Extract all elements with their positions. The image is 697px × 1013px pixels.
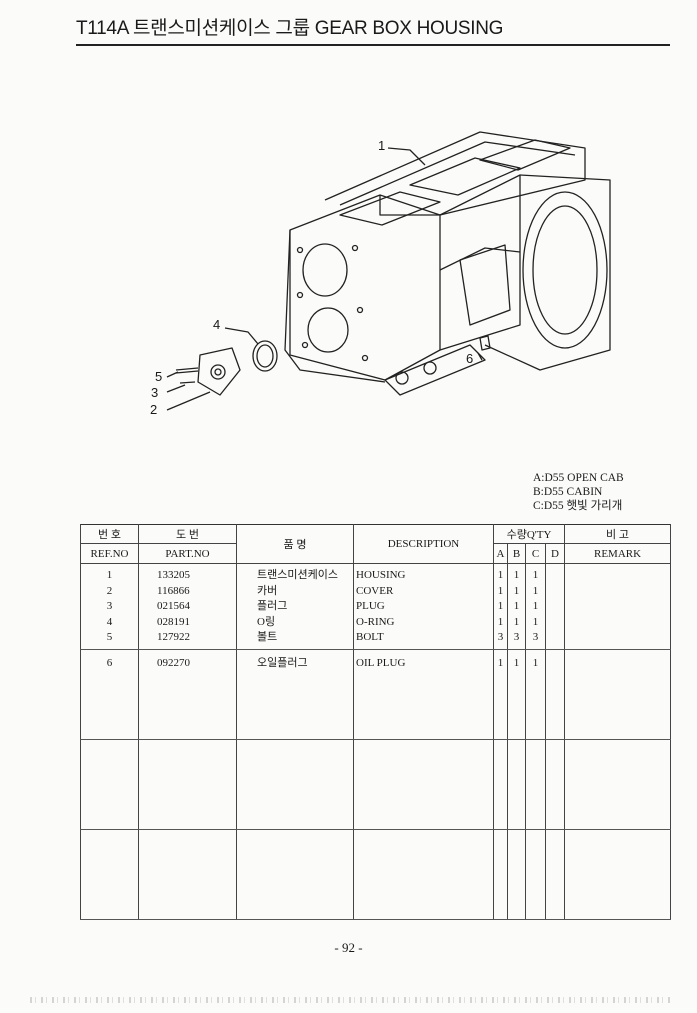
page-number: - 92 - xyxy=(334,940,363,955)
part-no: 092270 xyxy=(157,657,190,669)
part-name-ko: 트랜스미션케이스 xyxy=(257,569,338,581)
page-title: T114A 트랜스미션케이스 그룹 GEAR BOX HOUSING xyxy=(76,14,670,46)
callout-4: 4 xyxy=(213,317,221,332)
part-description: BOLT xyxy=(356,631,384,644)
qty-a: 1 xyxy=(497,657,504,669)
part-no: 127922 xyxy=(157,631,190,644)
qty-b: 1 xyxy=(513,600,520,613)
header-ref-ko: 번 호 xyxy=(80,524,139,544)
variant-legend: A:D55 OPEN CAB B:D55 CABIN C:D55 햇빛 가리개 xyxy=(533,471,624,513)
gear-box-housing-drawing xyxy=(166,131,611,411)
qty-a: 1 xyxy=(497,615,504,628)
header-ref-en: REF.NO xyxy=(80,543,139,564)
qty-b: 1 xyxy=(513,657,520,669)
header-description: DESCRIPTION xyxy=(353,524,494,564)
header-part-ko: 도 번 xyxy=(138,524,237,544)
part-description: PLUG xyxy=(356,600,385,613)
part-description: COVER xyxy=(356,584,394,597)
variant-c: C:D55 햇빛 가리개 xyxy=(533,500,623,512)
callout-1: 1 xyxy=(378,138,386,153)
qty-a: 1 xyxy=(497,569,504,581)
part-description: O-RING xyxy=(356,615,395,628)
qty-d-column xyxy=(544,649,566,740)
part-no: 021564 xyxy=(157,600,190,613)
qty-c: 1 xyxy=(532,600,539,613)
ref-no: 3 xyxy=(106,600,113,613)
part-description: HOUSING xyxy=(356,569,406,581)
remark-cell xyxy=(564,563,672,650)
part-description: OIL PLUG xyxy=(356,657,406,669)
qty-a: 1 xyxy=(497,600,504,613)
part-name-ko: O링 xyxy=(257,615,276,628)
header-qty-a: A xyxy=(493,543,508,564)
part-name-ko: 오일플러그 xyxy=(257,657,308,669)
qty-c: 1 xyxy=(532,569,539,581)
qty-b: 1 xyxy=(513,615,520,628)
ref-no: 2 xyxy=(106,584,113,597)
qty-c: 1 xyxy=(532,615,539,628)
qty-b: 1 xyxy=(513,584,520,597)
variant-b: B:D55 CABIN xyxy=(533,486,603,498)
callout-5: 5 xyxy=(155,369,163,384)
ref-no: 6 xyxy=(106,657,113,669)
ref-no: 4 xyxy=(106,615,113,628)
ref-no: 1 xyxy=(106,569,113,581)
table-group-1: 1 2 3 4 5 133205 116866 021564 028191 12… xyxy=(80,563,672,650)
ref-no: 5 xyxy=(106,631,113,644)
part-name-ko: 볼트 xyxy=(257,631,278,644)
part-no: 133205 xyxy=(157,569,190,581)
qty-a: 3 xyxy=(497,631,504,644)
qty-c: 3 xyxy=(532,631,539,644)
parts-table: 번 호 도 번 품 명 DESCRIPTION 수량Q'TY 비 고 REF.N… xyxy=(80,524,672,920)
callout-6: 6 xyxy=(466,351,474,366)
qty-c: 1 xyxy=(532,657,539,669)
scan-artifact xyxy=(30,997,670,1003)
header-qty-d: D xyxy=(544,543,566,564)
header-qty: 수량Q'TY xyxy=(492,524,566,544)
callout-2: 2 xyxy=(150,402,158,417)
qty-b: 3 xyxy=(513,631,520,644)
variant-a: A:D55 OPEN CAB xyxy=(533,472,624,484)
part-no: 116866 xyxy=(157,584,190,597)
callout-3: 3 xyxy=(151,385,159,400)
table-group-4 xyxy=(80,829,672,920)
header-qty-c: C xyxy=(525,543,546,564)
header-name-ko: 품 명 xyxy=(236,524,354,564)
part-no: 028191 xyxy=(157,615,190,628)
header-remark-ko: 비 고 xyxy=(564,524,672,544)
qty-d-column xyxy=(544,563,566,650)
part-name-ko: 카버 xyxy=(257,584,278,597)
table-group-3 xyxy=(80,739,672,830)
qty-c: 1 xyxy=(532,584,539,597)
qty-a: 1 xyxy=(497,584,504,597)
header-remark-en: REMARK xyxy=(564,543,672,564)
header-part-en: PART.NO xyxy=(138,543,237,564)
part-name-ko: 플러그 xyxy=(257,600,288,613)
qty-b: 1 xyxy=(513,569,520,581)
table-group-2: 6 092270 오일플러그 OIL PLUG 1 1 1 xyxy=(80,649,672,740)
header-qty-b: B xyxy=(507,543,526,564)
remark-cell xyxy=(564,649,672,740)
